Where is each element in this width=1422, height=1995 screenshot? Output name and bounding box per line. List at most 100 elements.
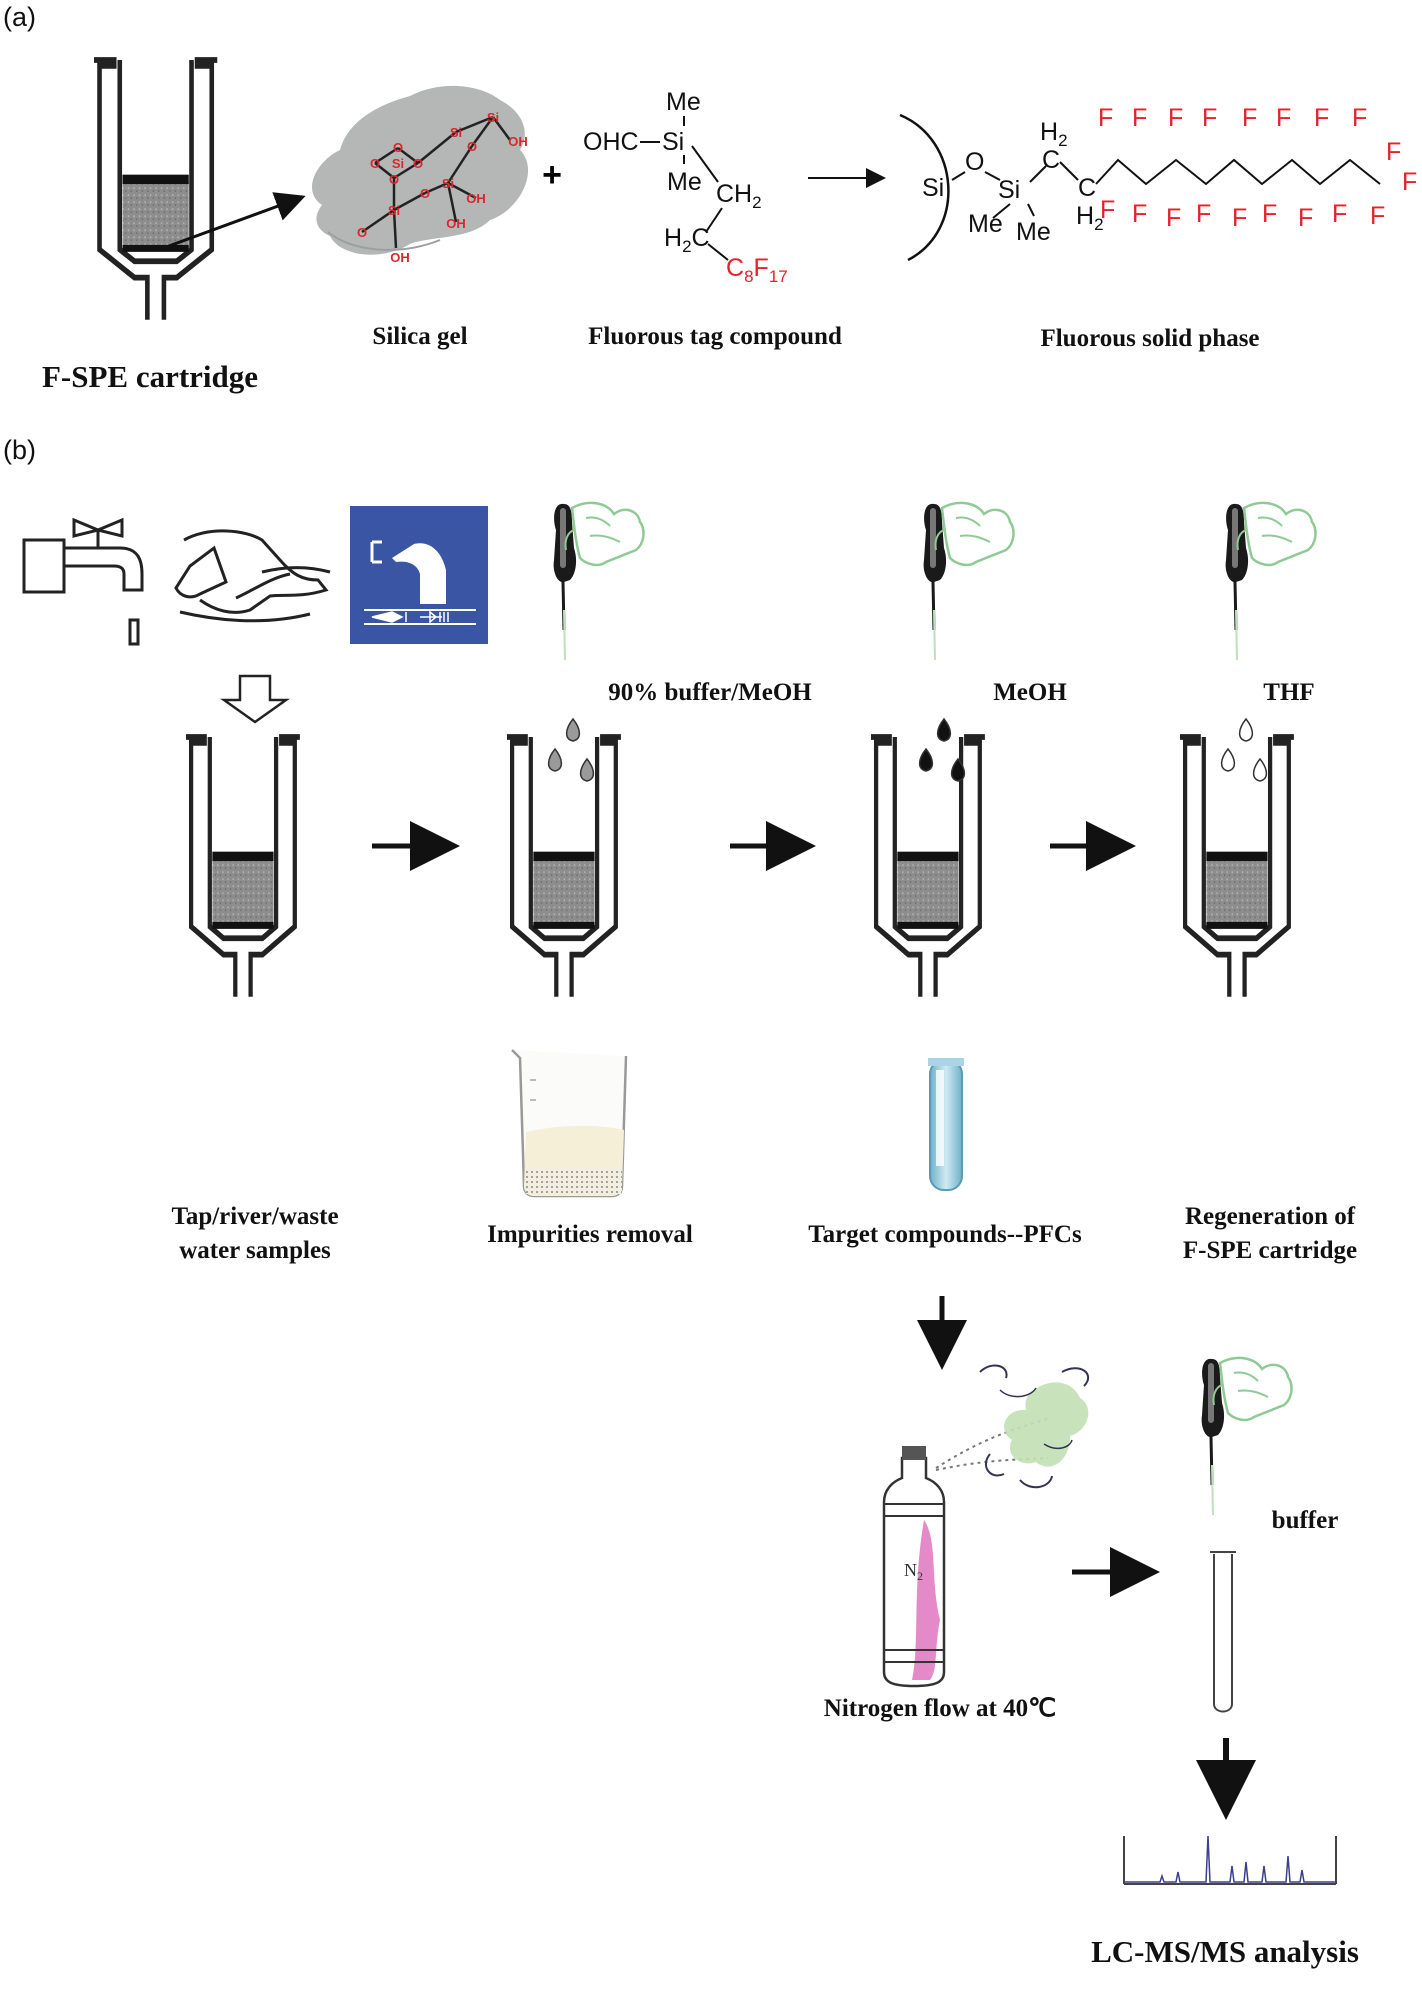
pipette-3 bbox=[1224, 501, 1317, 662]
solvent-label-buffer-meoh: 90% buffer/MeOH bbox=[608, 679, 812, 706]
tag-ch2: CH bbox=[716, 180, 752, 208]
tag-c8-sub: 8 bbox=[744, 267, 753, 286]
solvent-drop-1-3 bbox=[579, 757, 595, 782]
silica-si-2: Si bbox=[450, 125, 462, 140]
tag-si: Si bbox=[662, 128, 684, 156]
svg-text:F: F bbox=[1202, 104, 1217, 132]
phase-si: Si bbox=[998, 176, 1020, 204]
n2-label: N bbox=[904, 1560, 917, 1580]
solvent-drop-1-2 bbox=[547, 747, 563, 772]
tag-c8-c: C bbox=[726, 254, 744, 282]
pipette-4 bbox=[1200, 1356, 1293, 1517]
solvent-drop-3-2 bbox=[1220, 747, 1236, 772]
fluorocarbon-chain bbox=[1095, 158, 1381, 186]
cartridge-to-silica-arrow bbox=[157, 192, 306, 252]
caption-regeneration: Regeneration of F-SPE cartridge bbox=[1150, 1200, 1390, 1268]
pipette-2 bbox=[922, 501, 1015, 662]
svg-text:H2: H2 bbox=[1076, 202, 1104, 234]
svg-text:F: F bbox=[1242, 104, 1257, 132]
silica-surface-arc bbox=[899, 113, 950, 262]
silica-si-3: Si bbox=[487, 110, 499, 125]
caption-regen-line1: Regeneration of bbox=[1184, 1203, 1356, 1230]
phase-c-2: C bbox=[1078, 174, 1096, 202]
svg-text:F: F bbox=[1386, 138, 1401, 166]
svg-text:F: F bbox=[1370, 202, 1385, 230]
buffer-tube-icon bbox=[1210, 1551, 1236, 1713]
silica-si-5: Si bbox=[388, 203, 400, 218]
solvent-drop-1-1 bbox=[565, 717, 581, 742]
samples-down-arrow bbox=[220, 674, 290, 724]
cartridge-3 bbox=[871, 737, 985, 1012]
phase-me-2: Me bbox=[1016, 218, 1051, 246]
svg-text:F: F bbox=[1276, 104, 1291, 132]
caption-samples: Tap/river/waste water samples bbox=[140, 1200, 370, 1268]
silica-gel-illustration: O O Si O O Si O Si O Si Si O OH OH OH OH bbox=[311, 85, 529, 265]
tag-ch2-sub: 2 bbox=[752, 193, 761, 212]
svg-text:F: F bbox=[1168, 104, 1183, 132]
svg-text:F: F bbox=[1298, 204, 1313, 232]
silica-si-4: Si bbox=[442, 176, 454, 191]
caption-samples-line1: Tap/river/waste bbox=[171, 1203, 339, 1230]
cartridge-2 bbox=[507, 737, 621, 1012]
solvent-drop-2-1 bbox=[936, 717, 952, 742]
nitrogen-spray-icon bbox=[935, 1364, 1090, 1489]
silica-o-7: O bbox=[357, 225, 367, 240]
silica-oh-4: OH bbox=[390, 250, 410, 265]
silica-o-2: O bbox=[393, 140, 403, 155]
silica-si-1: Si bbox=[392, 156, 404, 171]
svg-text:C8F17: C8F17 bbox=[726, 254, 788, 286]
beaker-impurities-icon bbox=[511, 1049, 628, 1198]
svg-text:F: F bbox=[1402, 168, 1417, 196]
fluorous-solid-phase-structure: Si O Si Me Me H2 C C H2 F F F F F F F F … bbox=[899, 104, 1417, 262]
waste-water-icon bbox=[350, 506, 488, 644]
caption-regen-line2: F-SPE cartridge bbox=[1182, 1237, 1358, 1264]
svg-text:F: F bbox=[1098, 104, 1113, 132]
caption-buffer: buffer bbox=[1271, 1507, 1339, 1534]
silica-o-4: O bbox=[389, 172, 399, 187]
caption-nitrogen-flow: Nitrogen flow at 40℃ bbox=[823, 1695, 1057, 1722]
silica-o-5: O bbox=[467, 139, 477, 154]
phase-h2-top-sub: 2 bbox=[1058, 131, 1067, 150]
phase-h2-top-h: H bbox=[1040, 118, 1058, 146]
caption-target: Target compounds--PFCs bbox=[808, 1221, 1082, 1248]
silica-gel-label: Silica gel bbox=[372, 323, 468, 350]
silica-o-1: O bbox=[370, 156, 380, 171]
fluorous-tag-label: Fluorous tag compound bbox=[588, 323, 842, 350]
phase-c-1: C bbox=[1042, 146, 1060, 174]
pipette-1 bbox=[552, 501, 645, 662]
svg-text:F: F bbox=[1100, 196, 1115, 224]
solvent-drop-2-3 bbox=[950, 757, 966, 782]
nitrogen-cylinder-icon: N2 bbox=[882, 1446, 946, 1688]
solvent-drops bbox=[547, 717, 1268, 782]
f-spe-cartridge-a bbox=[94, 60, 217, 335]
silica-oh-3: OH bbox=[508, 134, 528, 149]
tap-faucet-icon bbox=[22, 517, 144, 646]
svg-text:F: F bbox=[1196, 200, 1211, 228]
f-spe-cartridge-label: F-SPE cartridge bbox=[41, 359, 259, 394]
phase-h2-bot-sub: 2 bbox=[1094, 215, 1103, 234]
river-sampling-hand-icon bbox=[174, 529, 331, 623]
svg-text:F: F bbox=[1332, 200, 1347, 228]
caption-lcms: LC-MS/MS analysis bbox=[1091, 1934, 1359, 1969]
solvent-drop-3-1 bbox=[1238, 717, 1254, 742]
panel-a-label: (a) bbox=[3, 2, 36, 32]
silica-oh-1: OH bbox=[466, 191, 486, 206]
fluorous-solid-phase-label: Fluorous solid phase bbox=[1040, 325, 1260, 352]
silica-o-6: O bbox=[420, 186, 430, 201]
svg-text:F: F bbox=[1232, 204, 1247, 232]
solvent-label-thf: THF bbox=[1263, 679, 1315, 706]
phase-me-1: Me bbox=[968, 210, 1003, 238]
svg-text:N2: N2 bbox=[904, 1560, 923, 1583]
plus-sign: + bbox=[542, 156, 562, 194]
tag-h2c-sub: 2 bbox=[682, 237, 691, 256]
phase-o: O bbox=[965, 148, 984, 176]
tag-ohc: OHC bbox=[583, 128, 639, 156]
svg-text:F: F bbox=[1314, 104, 1329, 132]
tag-me-bottom: Me bbox=[667, 168, 702, 196]
tag-h2c-h: H bbox=[664, 224, 682, 252]
svg-text:F: F bbox=[1132, 104, 1147, 132]
cartridge-1 bbox=[186, 737, 300, 1012]
phase-si-surface: Si bbox=[922, 174, 944, 202]
n2-sub: 2 bbox=[917, 1569, 923, 1583]
